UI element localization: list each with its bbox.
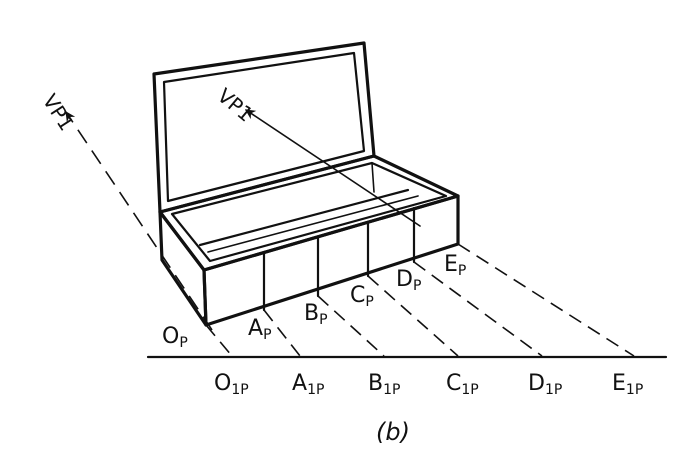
vp-label-left-text: VP1 (38, 90, 79, 135)
vp-label-inner-text: VP1 (213, 83, 258, 126)
lid (152, 41, 376, 214)
label-bp: BP (304, 301, 328, 328)
label-a1p: A1P (292, 371, 324, 398)
label-ap: AP (248, 316, 272, 343)
label-cp: CP (350, 283, 374, 310)
figure-caption: (b) (376, 418, 410, 446)
vp-label-inner: VP1 (213, 83, 258, 126)
vp-label-left: VP1 (38, 90, 79, 135)
label-b1p: B1P (368, 371, 400, 398)
upper-point-labels: OP AP BP CP DP EP (162, 252, 466, 351)
ground-point-labels: O1P A1P B1P C1P D1P E1P (214, 371, 643, 398)
box (158, 154, 460, 327)
label-d1p: D1P (528, 371, 562, 398)
vanishing-ray-left (65, 111, 213, 331)
label-dp: DP (396, 267, 421, 294)
projection-lines (205, 243, 635, 357)
label-ep: EP (444, 252, 466, 279)
label-op: OP (162, 324, 188, 351)
label-e1p: E1P (612, 371, 643, 398)
label-o1p: O1P (214, 371, 249, 398)
label-c1p: C1P (446, 371, 479, 398)
